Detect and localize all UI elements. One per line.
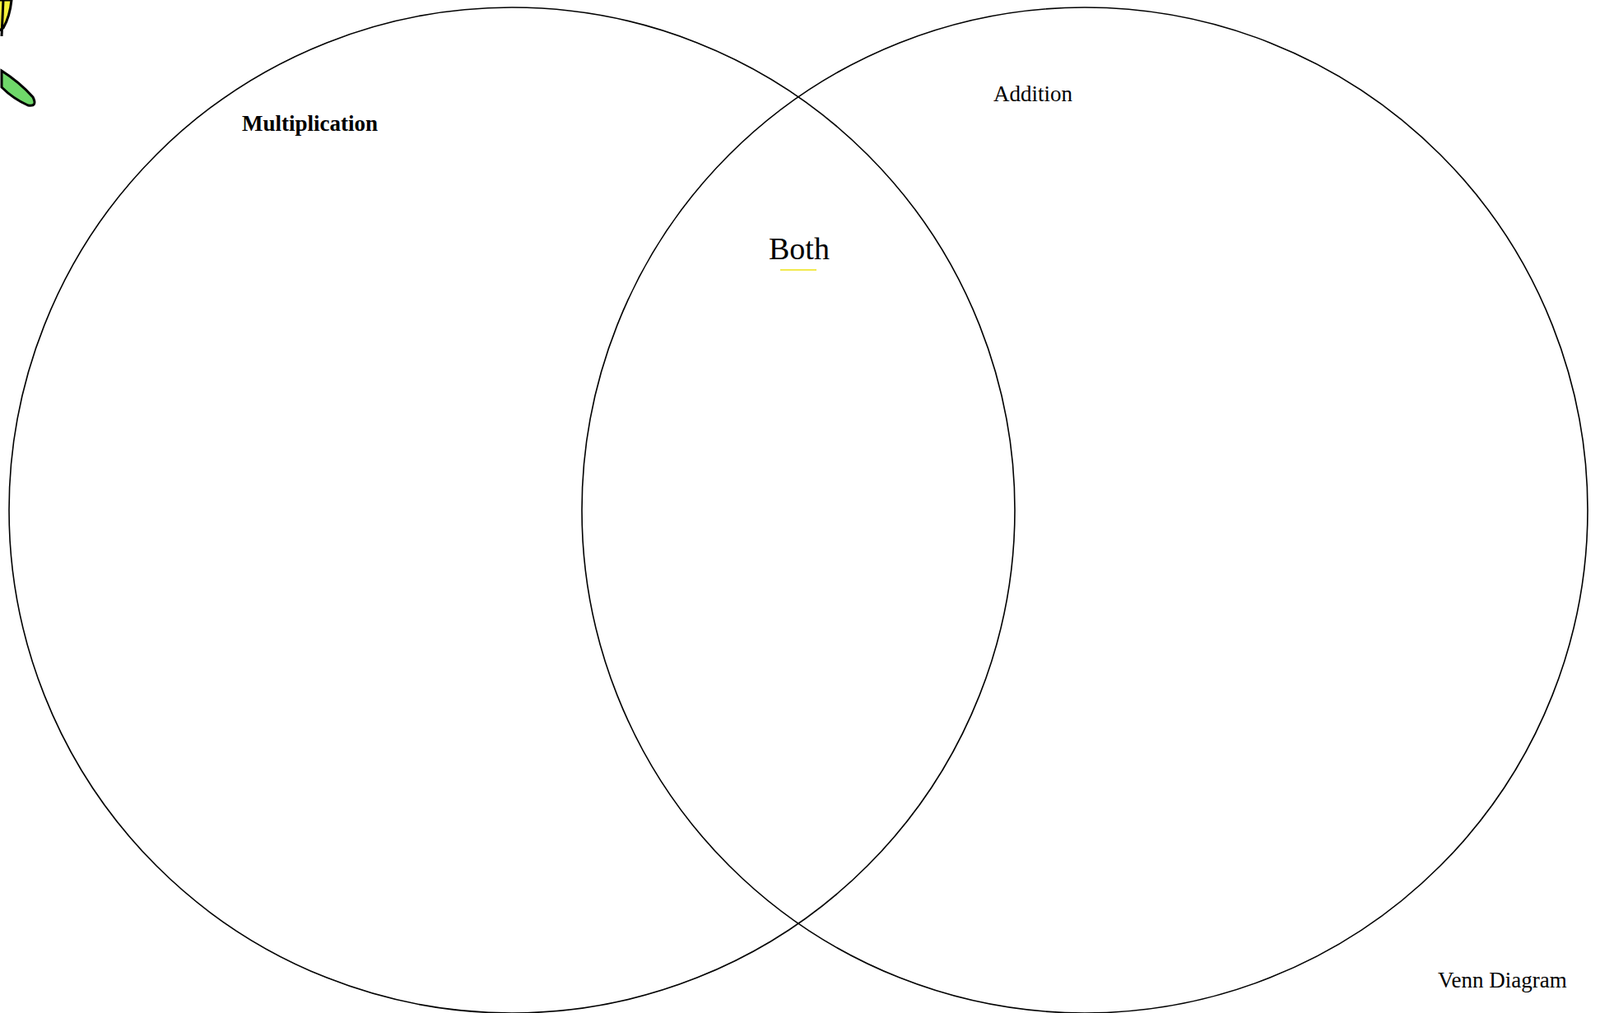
- venn-circle: Multiplication: [8, 6, 1016, 1013]
- circle-heading: Addition: [993, 82, 1073, 107]
- region-label: Both: [768, 232, 830, 267]
- clipart-figure: [0, 0, 35, 106]
- circle-line: [9, 7, 1015, 1013]
- circle-outline: [8, 6, 1016, 1013]
- circle-line: [581, 7, 1588, 1013]
- circle-heading: Multiplication: [241, 111, 378, 137]
- clipart-stem: [1, 0, 4, 37]
- venn-circle: Addition: [581, 6, 1589, 1013]
- underline-mark: [780, 269, 817, 271]
- clipart-leaf: [1, 70, 35, 106]
- circle-outline: [581, 6, 1589, 1013]
- caption: Venn Diagram: [1437, 968, 1568, 994]
